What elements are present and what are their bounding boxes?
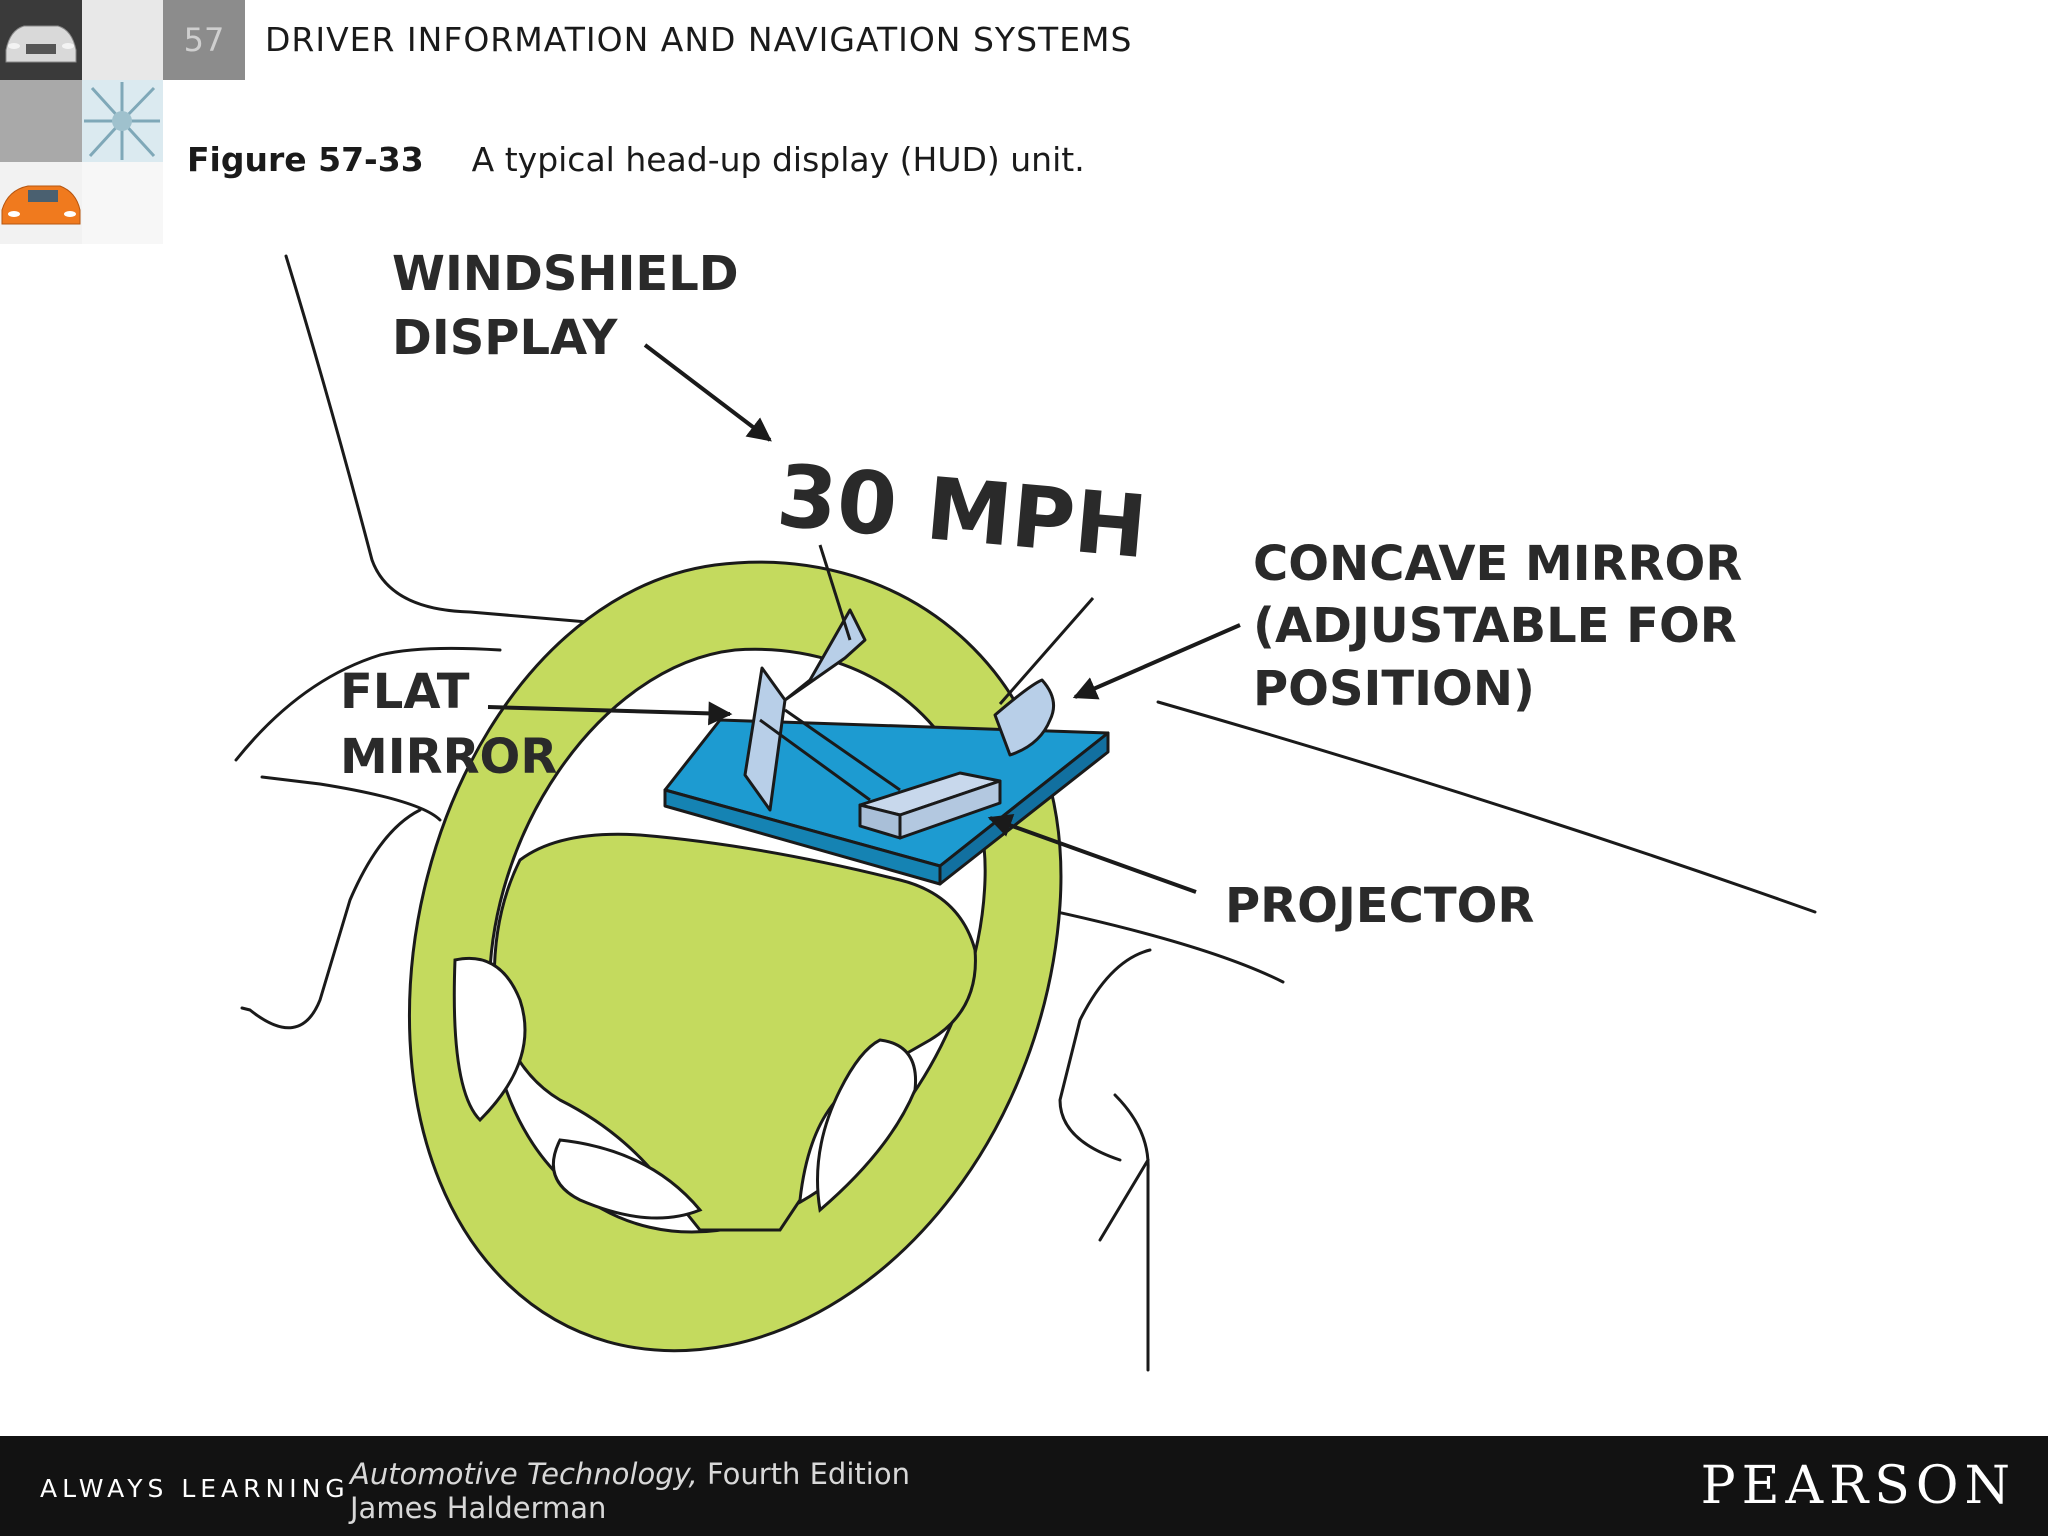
book-edition: Fourth Edition [697, 1457, 910, 1491]
light-path [759, 544, 1095, 802]
label-concave-mirror-3: POSITION) [1253, 661, 1535, 717]
gray-square [0, 80, 82, 162]
book-credit: Automotive Technology, Fourth Edition Ja… [350, 1457, 910, 1525]
steering-wheel [407, 560, 1063, 1353]
footer-tagline: ALWAYS LEARNING [40, 1474, 350, 1503]
flat-mirror [743, 608, 867, 812]
hud-diagram: WINDSHIELD DISPLAY 30 MPH CONCAVE MIRROR… [234, 246, 1817, 1372]
label-concave-mirror-2: (ADJUSTABLE FOR [1253, 598, 1737, 654]
chapter-title: DRIVER INFORMATION AND NAVIGATION SYSTEM… [265, 20, 1133, 59]
chapter-number: 57 [163, 0, 245, 80]
gray-square [82, 162, 163, 244]
label-flat-mirror-1: FLAT [340, 664, 470, 720]
label-speed-readout: 30 MPH [773, 446, 1151, 578]
turbine-thumbnail [82, 80, 163, 162]
dashboard-outline [234, 254, 1817, 1372]
label-windshield-display-1: WINDSHIELD [392, 246, 739, 302]
diagram-labels: WINDSHIELD DISPLAY 30 MPH CONCAVE MIRROR… [340, 246, 1742, 934]
publisher-logo: PEARSON [1700, 1456, 2016, 1516]
footer-bar [0, 1436, 2048, 1536]
label-projector: PROJECTOR [1225, 878, 1534, 934]
projector [858, 771, 1002, 840]
car-thumbnail-silver [0, 0, 82, 80]
label-windshield-display-2: DISPLAY [392, 310, 619, 366]
gray-square [82, 0, 163, 80]
book-title: Automotive Technology, [350, 1457, 698, 1491]
figure-caption: Figure 57-33 A typical head-up display (H… [187, 140, 1085, 179]
concave-mirror [993, 678, 1056, 757]
figure-caption-text: A typical head-up display (HUD) unit. [471, 140, 1085, 179]
book-author: James Halderman [350, 1491, 607, 1525]
callout-arrows [487, 343, 1241, 894]
label-concave-mirror-1: CONCAVE MIRROR [1253, 536, 1742, 592]
figure-label: Figure 57-33 [187, 140, 424, 179]
label-flat-mirror-2: MIRROR [340, 729, 557, 785]
car-thumbnail-orange [0, 162, 82, 244]
